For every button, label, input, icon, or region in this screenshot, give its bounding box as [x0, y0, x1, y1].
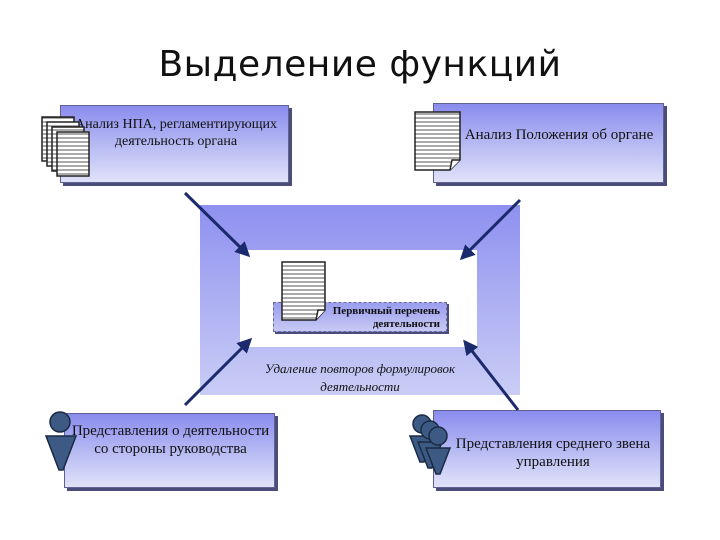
- arrow-middle-to-center: [463, 339, 520, 411]
- management-view-card: Представления о деятельности со стороны …: [64, 413, 275, 488]
- arrow-polozhenie-to-center: [459, 198, 522, 261]
- dedup-caption: Удаление повторов формулировок деятельно…: [264, 361, 456, 394]
- arrow-management-to-center: [183, 337, 253, 407]
- document-icon: [414, 111, 461, 171]
- person-icon: [44, 411, 78, 471]
- polozhenie-analysis-label: Анализ Положения об органе: [464, 127, 654, 143]
- middle-management-label: Представления среднего звена управления: [455, 436, 651, 470]
- center-document-icon: [281, 261, 326, 321]
- npa-analysis-card: Анализ НПА, регламентирующих деятельност…: [60, 105, 289, 183]
- polozhenie-analysis-card: Анализ Положения об органе: [433, 103, 664, 183]
- middle-management-card: Представления среднего звена управления: [433, 410, 661, 488]
- arrow-npa-to-center: [183, 191, 251, 258]
- page-title: Выделение функций: [158, 44, 562, 85]
- management-view-label: Представления о деятельности со стороны …: [71, 423, 270, 457]
- people-group-icon: [408, 414, 452, 475]
- npa-analysis-label: Анализ НПА, регламентирующих деятельност…: [75, 117, 277, 149]
- documents-stack-icon: [41, 116, 90, 177]
